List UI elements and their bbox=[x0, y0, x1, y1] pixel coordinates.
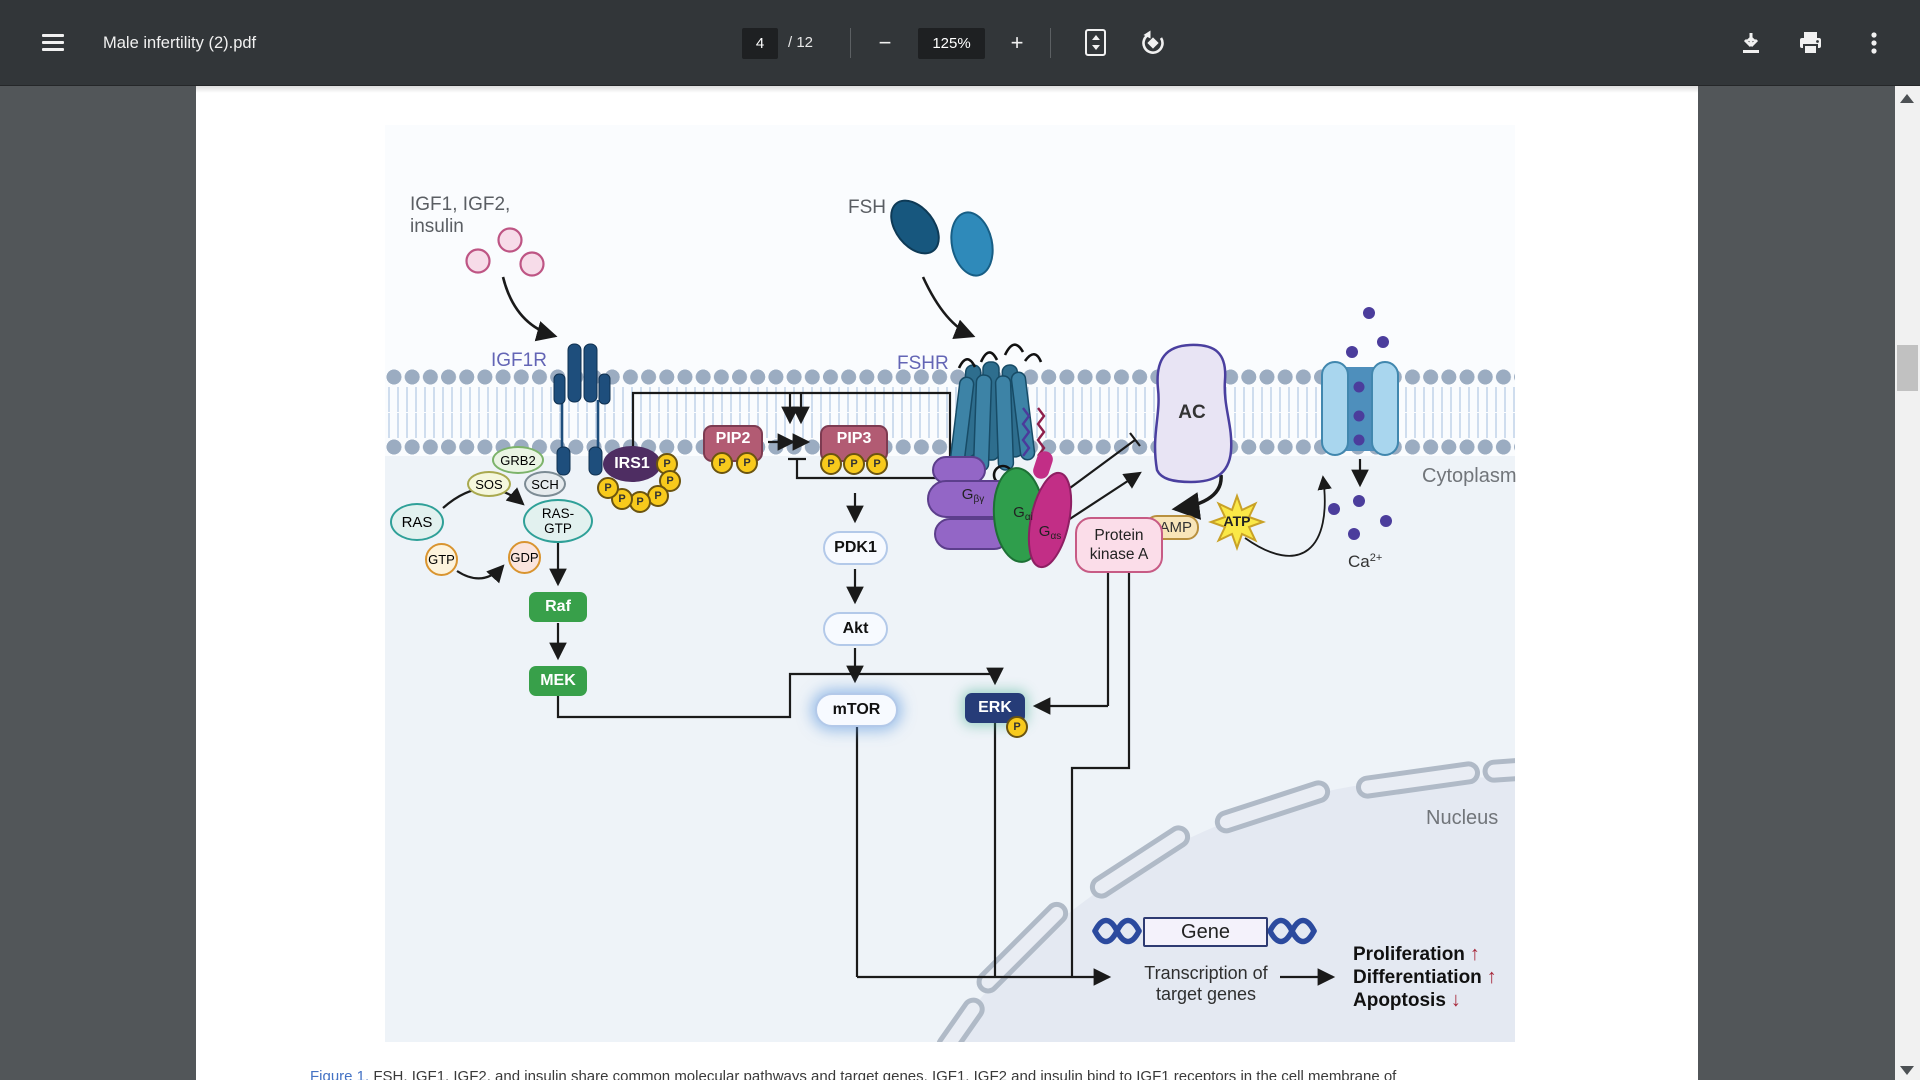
zoom-in-button[interactable]: + bbox=[1010, 30, 1024, 55]
more-options-icon[interactable] bbox=[1861, 30, 1887, 56]
pathway-drawing bbox=[442, 227, 1515, 1042]
mtor-node: mTOR bbox=[815, 693, 898, 727]
palmitoyl-zigzags bbox=[1021, 407, 1046, 457]
rotate-icon[interactable] bbox=[1140, 30, 1166, 56]
figure-caption: Figure 1. FSH, IGF1, IGF2, and insulin s… bbox=[310, 1068, 1396, 1080]
pdf-page: IGF1, IGF2, insulin IGF1R FSH FSHR Cytop… bbox=[196, 86, 1698, 1080]
sos-node: SOS bbox=[467, 471, 511, 497]
fit-to-page-icon[interactable] bbox=[1085, 29, 1106, 56]
calcium-ions bbox=[1328, 307, 1392, 540]
fsh-label: FSH bbox=[848, 197, 886, 218]
calcium-channel bbox=[1321, 361, 1399, 456]
ras-node: RAS bbox=[390, 503, 444, 541]
print-icon[interactable] bbox=[1797, 30, 1824, 57]
up-arrow-icon: ↑ bbox=[1486, 966, 1497, 988]
g-alpha-i-label: Gαi bbox=[1013, 504, 1033, 523]
phosphate-icon: P bbox=[1006, 716, 1028, 738]
figure-caption-link[interactable]: Figure 1. bbox=[310, 1068, 370, 1080]
phosphate-icon: P bbox=[820, 453, 842, 475]
g-beta-gamma-label: Gβγ bbox=[961, 486, 985, 505]
zoom-out-button[interactable]: − bbox=[878, 30, 892, 55]
up-arrow-icon: ↑ bbox=[1469, 943, 1480, 965]
membrane-outer-leaflet bbox=[385, 368, 1515, 386]
calcium-label: Ca2+ bbox=[1348, 552, 1383, 571]
menu-icon[interactable] bbox=[42, 30, 66, 54]
igf1r-label: IGF1R bbox=[491, 350, 547, 371]
phosphate-icon: P bbox=[597, 477, 619, 499]
atp-label: ATP bbox=[1223, 513, 1251, 529]
fshr-receptor bbox=[937, 343, 1046, 488]
outcome-row: Differentiation↑ bbox=[1353, 966, 1497, 988]
akt-node: Akt bbox=[823, 612, 888, 646]
dna-helix bbox=[1092, 917, 1317, 945]
sch-node: SCH bbox=[524, 471, 566, 497]
grb2-node: GRB2 bbox=[492, 446, 544, 474]
phosphate-icon: P bbox=[711, 452, 733, 474]
phosphate-icon: P bbox=[843, 453, 865, 475]
page-number-input[interactable]: 4 bbox=[742, 28, 778, 59]
document-title: Male infertility (2).pdf bbox=[103, 34, 257, 52]
outcome-row: Proliferation↑ bbox=[1353, 943, 1480, 965]
nucleus-label: Nucleus bbox=[1426, 807, 1499, 829]
irs1-node: IRS1 bbox=[603, 446, 661, 482]
igf-ligands-label: IGF1, IGF2, insulin bbox=[410, 194, 511, 237]
toolbar-divider bbox=[1050, 28, 1051, 58]
scroll-down-icon[interactable] bbox=[1900, 1066, 1914, 1075]
scroll-up-icon[interactable] bbox=[1900, 94, 1914, 103]
gtp-node: GTP bbox=[425, 543, 458, 576]
igf1r-receptor bbox=[553, 343, 611, 476]
phosphate-icon: P bbox=[866, 453, 888, 475]
erk-node: ERK bbox=[965, 693, 1025, 723]
toolbar-divider bbox=[850, 28, 851, 58]
igf-ligand-circles bbox=[465, 227, 545, 277]
pdf-content-area: IGF1, IGF2, insulin IGF1R FSH FSHR Cytop… bbox=[0, 86, 1920, 1080]
figure-canvas bbox=[385, 125, 1515, 1042]
nuclear-envelope-segments bbox=[936, 755, 1515, 1042]
zoom-level-input[interactable]: 125% bbox=[918, 28, 985, 59]
ac-label: AC bbox=[1178, 402, 1206, 423]
raf-node: Raf bbox=[529, 592, 587, 622]
atp-starburst bbox=[1208, 493, 1266, 551]
phosphate-icon: P bbox=[736, 452, 758, 474]
down-arrow-icon: ↓ bbox=[1450, 989, 1461, 1011]
g-alpha-s-subunit bbox=[1027, 471, 1073, 569]
scrollbar bbox=[1895, 86, 1920, 1080]
ras-gtp-node: RAS-GTP bbox=[523, 499, 593, 543]
gene-node: Gene bbox=[1143, 917, 1268, 947]
g-protein-complex bbox=[927, 451, 1073, 569]
gdp-node: GDP bbox=[508, 541, 541, 574]
outcome-row: Apoptosis↓ bbox=[1353, 989, 1461, 1011]
fshr-label: FSHR bbox=[897, 353, 949, 374]
download-icon[interactable] bbox=[1738, 30, 1764, 56]
scrollbar-thumb[interactable] bbox=[1897, 345, 1918, 391]
pdk1-node: PDK1 bbox=[823, 531, 888, 565]
page-count-label: / 12 bbox=[788, 34, 814, 51]
adenylyl-cyclase bbox=[1153, 343, 1233, 484]
pdf-toolbar: Male infertility (2).pdf 4 / 12 − 125% + bbox=[0, 0, 1920, 86]
nucleus-body bbox=[946, 777, 1515, 1042]
cytoplasm-label: Cytoplasm bbox=[1422, 465, 1517, 487]
g-alpha-s-label: Gαs bbox=[1038, 523, 1062, 542]
mek-node: MEK bbox=[529, 666, 587, 696]
pathway-outcomes: Proliferation↑ Differentiation↑ Apoptosi… bbox=[1353, 943, 1497, 1012]
pathway-lines bbox=[442, 276, 1369, 986]
